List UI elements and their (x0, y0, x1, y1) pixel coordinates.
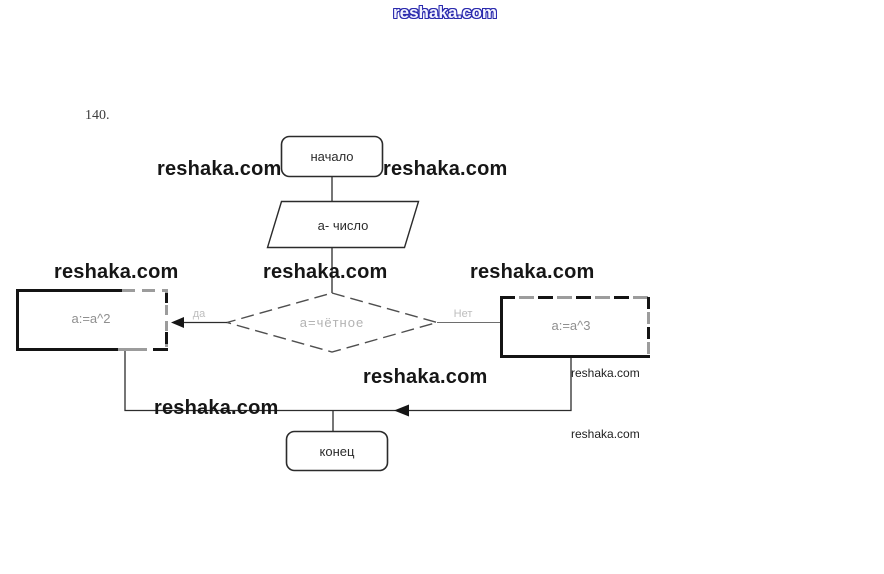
input-label: а- число (318, 218, 369, 233)
return-arrowhead-icon (394, 404, 409, 417)
start-label: начало (310, 149, 353, 164)
yes-action-label: a:=a^2 (72, 311, 111, 326)
input-parallelogram (266, 200, 420, 249)
end-terminator (285, 430, 389, 472)
yes-action-box (18, 291, 165, 349)
start-terminator (280, 135, 384, 178)
no-label: Нет (454, 308, 473, 320)
yes-return-line (124, 351, 333, 412)
yes-arrowhead-icon (171, 317, 184, 328)
no-return-line (333, 358, 572, 412)
no-action-box (502, 298, 648, 355)
condition-label: а=чётное (300, 315, 364, 330)
end-label: конец (320, 444, 355, 459)
no-action-label: a:=a^3 (552, 318, 591, 333)
condition-diamond (224, 292, 440, 353)
yes-label: да (193, 308, 206, 320)
